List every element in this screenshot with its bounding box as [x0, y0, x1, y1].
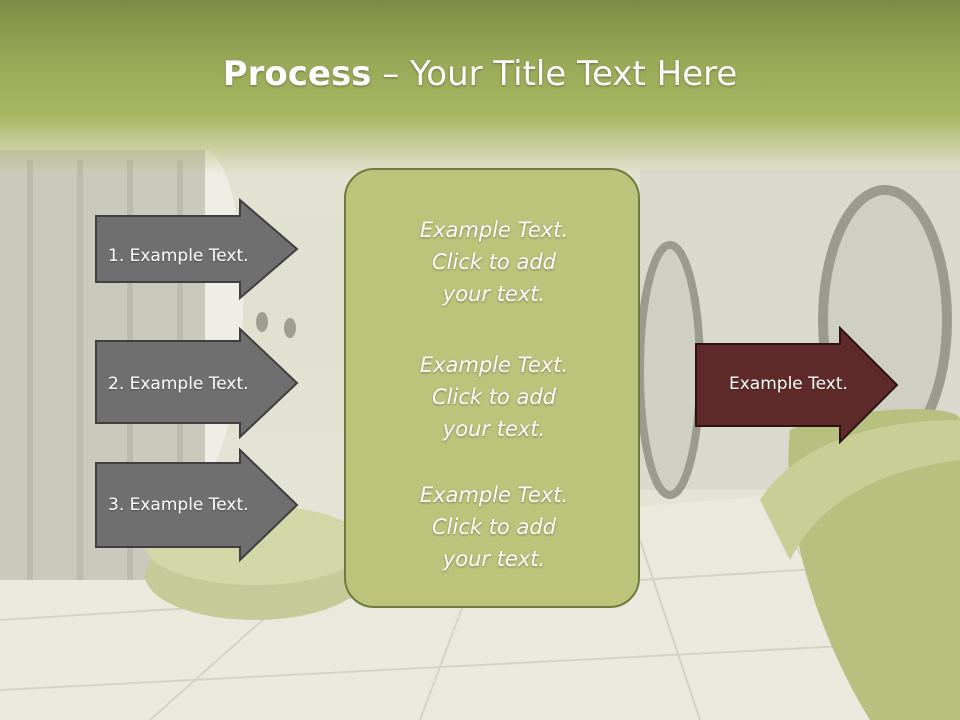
block-1-line-3: your text. — [442, 282, 546, 306]
block-1-line-2: Click to add — [431, 250, 556, 274]
slide-title[interactable]: Process – Your Title Text Here — [0, 52, 960, 96]
right-arrow-label: Example Text. — [729, 374, 848, 394]
left-arrow-2-label: 2. Example Text. — [108, 374, 249, 394]
title-bold: Process — [222, 54, 372, 94]
block-2-line-1: Example Text. — [419, 353, 569, 377]
block-1-line-1: Example Text. — [419, 218, 569, 242]
left-arrow-1[interactable] — [94, 198, 300, 300]
title-rest: – Your Title Text Here — [371, 54, 738, 94]
center-text-block-1: Example Text. Click to add your text. — [346, 214, 642, 310]
block-2-line-2: Click to add — [431, 385, 556, 409]
right-arrow[interactable] — [694, 326, 900, 444]
left-arrow-3-label: 3. Example Text. — [108, 495, 249, 515]
left-arrow-1-label: 1. Example Text. — [108, 246, 249, 266]
title-band — [0, 0, 960, 175]
center-text-box[interactable]: Example Text. Click to add your text. Ex… — [344, 168, 640, 608]
left-arrow-2[interactable] — [94, 327, 300, 439]
block-3-line-2: Click to add — [431, 515, 556, 539]
center-text-block-3: Example Text. Click to add your text. — [346, 479, 642, 575]
center-text-block-2: Example Text. Click to add your text. — [346, 349, 642, 445]
left-arrow-3[interactable] — [94, 448, 300, 562]
block-2-line-3: your text. — [442, 417, 546, 441]
block-3-line-1: Example Text. — [419, 483, 569, 507]
block-3-line-3: your text. — [442, 547, 546, 571]
